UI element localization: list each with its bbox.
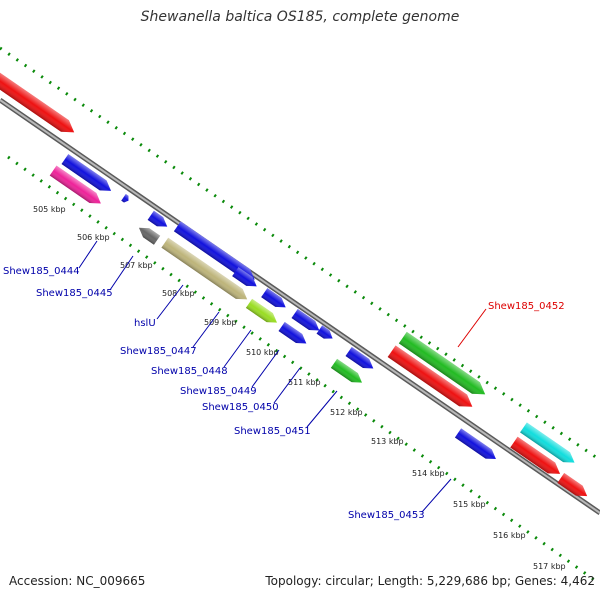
label-connector (109, 255, 134, 291)
gene-feature (147, 210, 168, 227)
label-connector (457, 308, 487, 348)
gene-label[interactable]: Shew185_0444 (3, 266, 80, 277)
gene-feature (291, 308, 320, 331)
gene-feature (316, 325, 333, 339)
gene-feature (261, 288, 286, 308)
feature-group (0, 69, 588, 497)
gene-label[interactable]: Shew185_0450 (202, 402, 279, 413)
tick-label: 507 kbp (120, 261, 153, 270)
gene-label[interactable]: Shew185_0448 (151, 366, 228, 377)
gene-feature (520, 422, 575, 463)
gene-feature (161, 237, 248, 300)
tick-label: 517 kbp (533, 562, 566, 571)
gene-feature (49, 165, 101, 204)
tick-track-group (0, 46, 600, 586)
label-connector (223, 329, 252, 368)
label-connector (156, 284, 184, 320)
label-connector (421, 478, 452, 513)
gene-feature (232, 267, 257, 287)
gene-label[interactable]: Shew185_0445 (36, 288, 113, 299)
gene-feature (345, 346, 374, 369)
gene-feature (330, 358, 363, 383)
label-connector (251, 349, 280, 388)
outer-tick-track (0, 46, 600, 462)
gene-label[interactable]: hslU (134, 318, 156, 329)
inner-tick-track (7, 155, 600, 586)
gene-feature (398, 331, 486, 395)
gene-feature (173, 221, 255, 280)
gene-label[interactable]: Shew185_0451 (234, 426, 311, 437)
label-connector (273, 367, 301, 404)
gene-feature (0, 69, 75, 133)
gene-feature (510, 436, 561, 474)
gene-feature (121, 194, 129, 203)
label-connector (78, 240, 98, 269)
tick-label: 505 kbp (33, 205, 66, 214)
genome-backbone (0, 97, 600, 516)
gene-label[interactable]: Shew185_0453 (348, 510, 425, 521)
accession-text: Accession: NC_009665 (9, 574, 146, 588)
gene-feature (387, 345, 473, 407)
genome-summary-text: Topology: circular; Length: 5,229,686 bp… (265, 574, 595, 588)
tick-label: 513 kbp (371, 437, 404, 446)
gene-feature (61, 154, 112, 191)
gene-label[interactable]: Shew185_0449 (180, 386, 257, 397)
map-title: Shewanella baltica OS185, complete genom… (140, 9, 460, 25)
gene-feature (245, 298, 278, 323)
tick-label: 508 kbp (162, 289, 195, 298)
label-connector-group (78, 240, 487, 513)
tick-label: 515 kbp (453, 500, 486, 509)
gene-feature (454, 428, 496, 460)
gene-feature (278, 321, 307, 344)
tick-label: 516 kbp (493, 531, 526, 540)
tick-label: 514 kbp (412, 469, 445, 478)
gene-feature (138, 227, 161, 245)
gene-label[interactable]: Shew185_0452 (488, 301, 565, 312)
tick-label: 510 kbp (246, 348, 279, 357)
label-connector (306, 390, 338, 428)
tick-label: 509 kbp (204, 318, 237, 327)
tick-label: 506 kbp (77, 233, 110, 242)
label-connector (192, 311, 220, 348)
gene-label[interactable]: Shew185_0447 (120, 346, 197, 357)
tick-label-group: 505 kbp 506 kbp 507 kbp 508 kbp 509 kbp 510 k… (33, 205, 566, 571)
tick-label: 512 kbp (330, 408, 363, 417)
gene-feature (557, 472, 588, 497)
tick-label: 511 kbp (288, 378, 321, 387)
